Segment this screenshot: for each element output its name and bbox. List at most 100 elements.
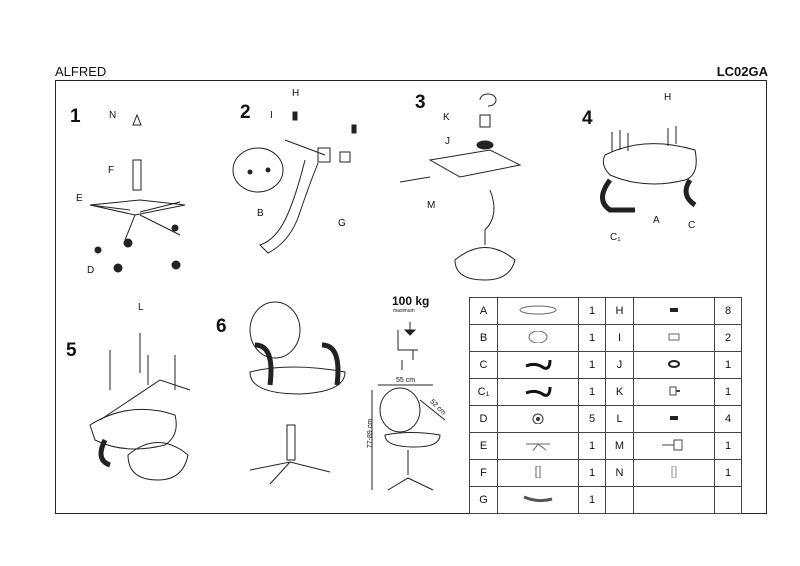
part-letter: I	[605, 324, 634, 352]
part-image	[633, 297, 715, 325]
step4-drawing	[600, 126, 697, 213]
part-quantity: 1	[578, 324, 606, 352]
part-letter: F	[469, 459, 498, 487]
spec-drawing	[371, 322, 446, 491]
mechanism-icon	[662, 439, 683, 450]
part-image	[497, 486, 579, 514]
width-dimension: 55 cm	[396, 377, 416, 384]
part-label: F	[108, 165, 115, 176]
cover-icon	[671, 465, 677, 478]
part-label: J	[445, 136, 450, 147]
screw-icon	[670, 415, 678, 420]
part-quantity: 1	[578, 486, 606, 514]
part-label: L	[138, 302, 144, 313]
part-quantity: 1	[714, 459, 742, 487]
part-label: C₁	[610, 232, 621, 243]
step-number: 5	[66, 340, 77, 361]
washer-icon	[668, 359, 680, 368]
part-label: I	[270, 110, 273, 121]
base-icon	[526, 443, 550, 451]
part-quantity: 1	[714, 351, 742, 379]
part-quantity: 1	[578, 297, 606, 325]
part-label: M	[427, 200, 436, 211]
part-image	[633, 324, 715, 352]
step1-drawing	[89, 113, 186, 273]
part-image	[497, 459, 579, 487]
part-letter: D	[469, 405, 498, 433]
part-quantity: 1	[578, 432, 606, 460]
step6-drawing	[249, 301, 346, 485]
part-letter: N	[605, 459, 634, 487]
part-letter: M	[605, 432, 634, 460]
part-label: C	[688, 220, 696, 231]
part-image	[497, 378, 579, 406]
part-letter: B	[469, 324, 498, 352]
part-image	[633, 459, 715, 487]
armrest-icon	[525, 386, 552, 397]
gas-lift-icon	[535, 465, 541, 478]
part-quantity: 5	[578, 405, 606, 433]
height-dimension: 77-89 cm	[367, 418, 375, 449]
knob-icon	[669, 386, 680, 395]
part-quantity: 1	[578, 459, 606, 487]
seat-icon	[519, 305, 557, 314]
backrest-icon	[528, 330, 548, 343]
part-quantity: 1	[714, 432, 742, 460]
part-label: D	[87, 265, 95, 276]
part-image	[497, 405, 579, 433]
step-number: 2	[240, 102, 251, 123]
back-bar-icon	[523, 495, 553, 502]
part-letter: C	[469, 351, 498, 379]
max-load-label: maximum	[393, 308, 415, 314]
step-number: 6	[216, 316, 227, 337]
part-letter: J	[605, 351, 634, 379]
armrest-icon	[525, 359, 552, 370]
part-quantity: 1	[714, 378, 742, 406]
connector-icon	[668, 333, 680, 340]
part-label: H	[664, 92, 672, 103]
part-letter	[605, 486, 634, 514]
product-code: LC02GA	[716, 64, 768, 79]
part-quantity: 8	[714, 297, 742, 325]
step2-drawing	[232, 111, 357, 254]
step3-drawing	[399, 93, 522, 281]
part-label: B	[257, 208, 264, 219]
part-letter: G	[469, 486, 498, 514]
part-quantity: 4	[714, 405, 742, 433]
product-name: ALFRED	[55, 64, 107, 79]
part-quantity: 1	[578, 378, 606, 406]
part-label: A	[653, 215, 660, 226]
part-quantity	[714, 486, 742, 514]
instruction-frame	[55, 80, 767, 514]
part-image	[497, 351, 579, 379]
part-letter: K	[605, 378, 634, 406]
screw-icon	[670, 307, 678, 312]
part-image	[497, 432, 579, 460]
step-number: 3	[415, 92, 426, 113]
part-image	[633, 486, 715, 514]
max-load: 100 kg	[392, 294, 430, 308]
step-number: 1	[70, 106, 81, 127]
part-label: H	[292, 88, 300, 99]
step-number: 4	[582, 108, 593, 129]
part-label: K	[443, 112, 450, 123]
part-letter: C₁	[469, 378, 498, 406]
part-quantity: 2	[714, 324, 742, 352]
part-image	[497, 324, 579, 352]
part-quantity: 1	[578, 351, 606, 379]
part-label: N	[109, 110, 117, 121]
part-image	[633, 351, 715, 379]
part-image	[633, 405, 715, 433]
part-letter: E	[469, 432, 498, 460]
part-image	[497, 297, 579, 325]
part-image	[633, 378, 715, 406]
